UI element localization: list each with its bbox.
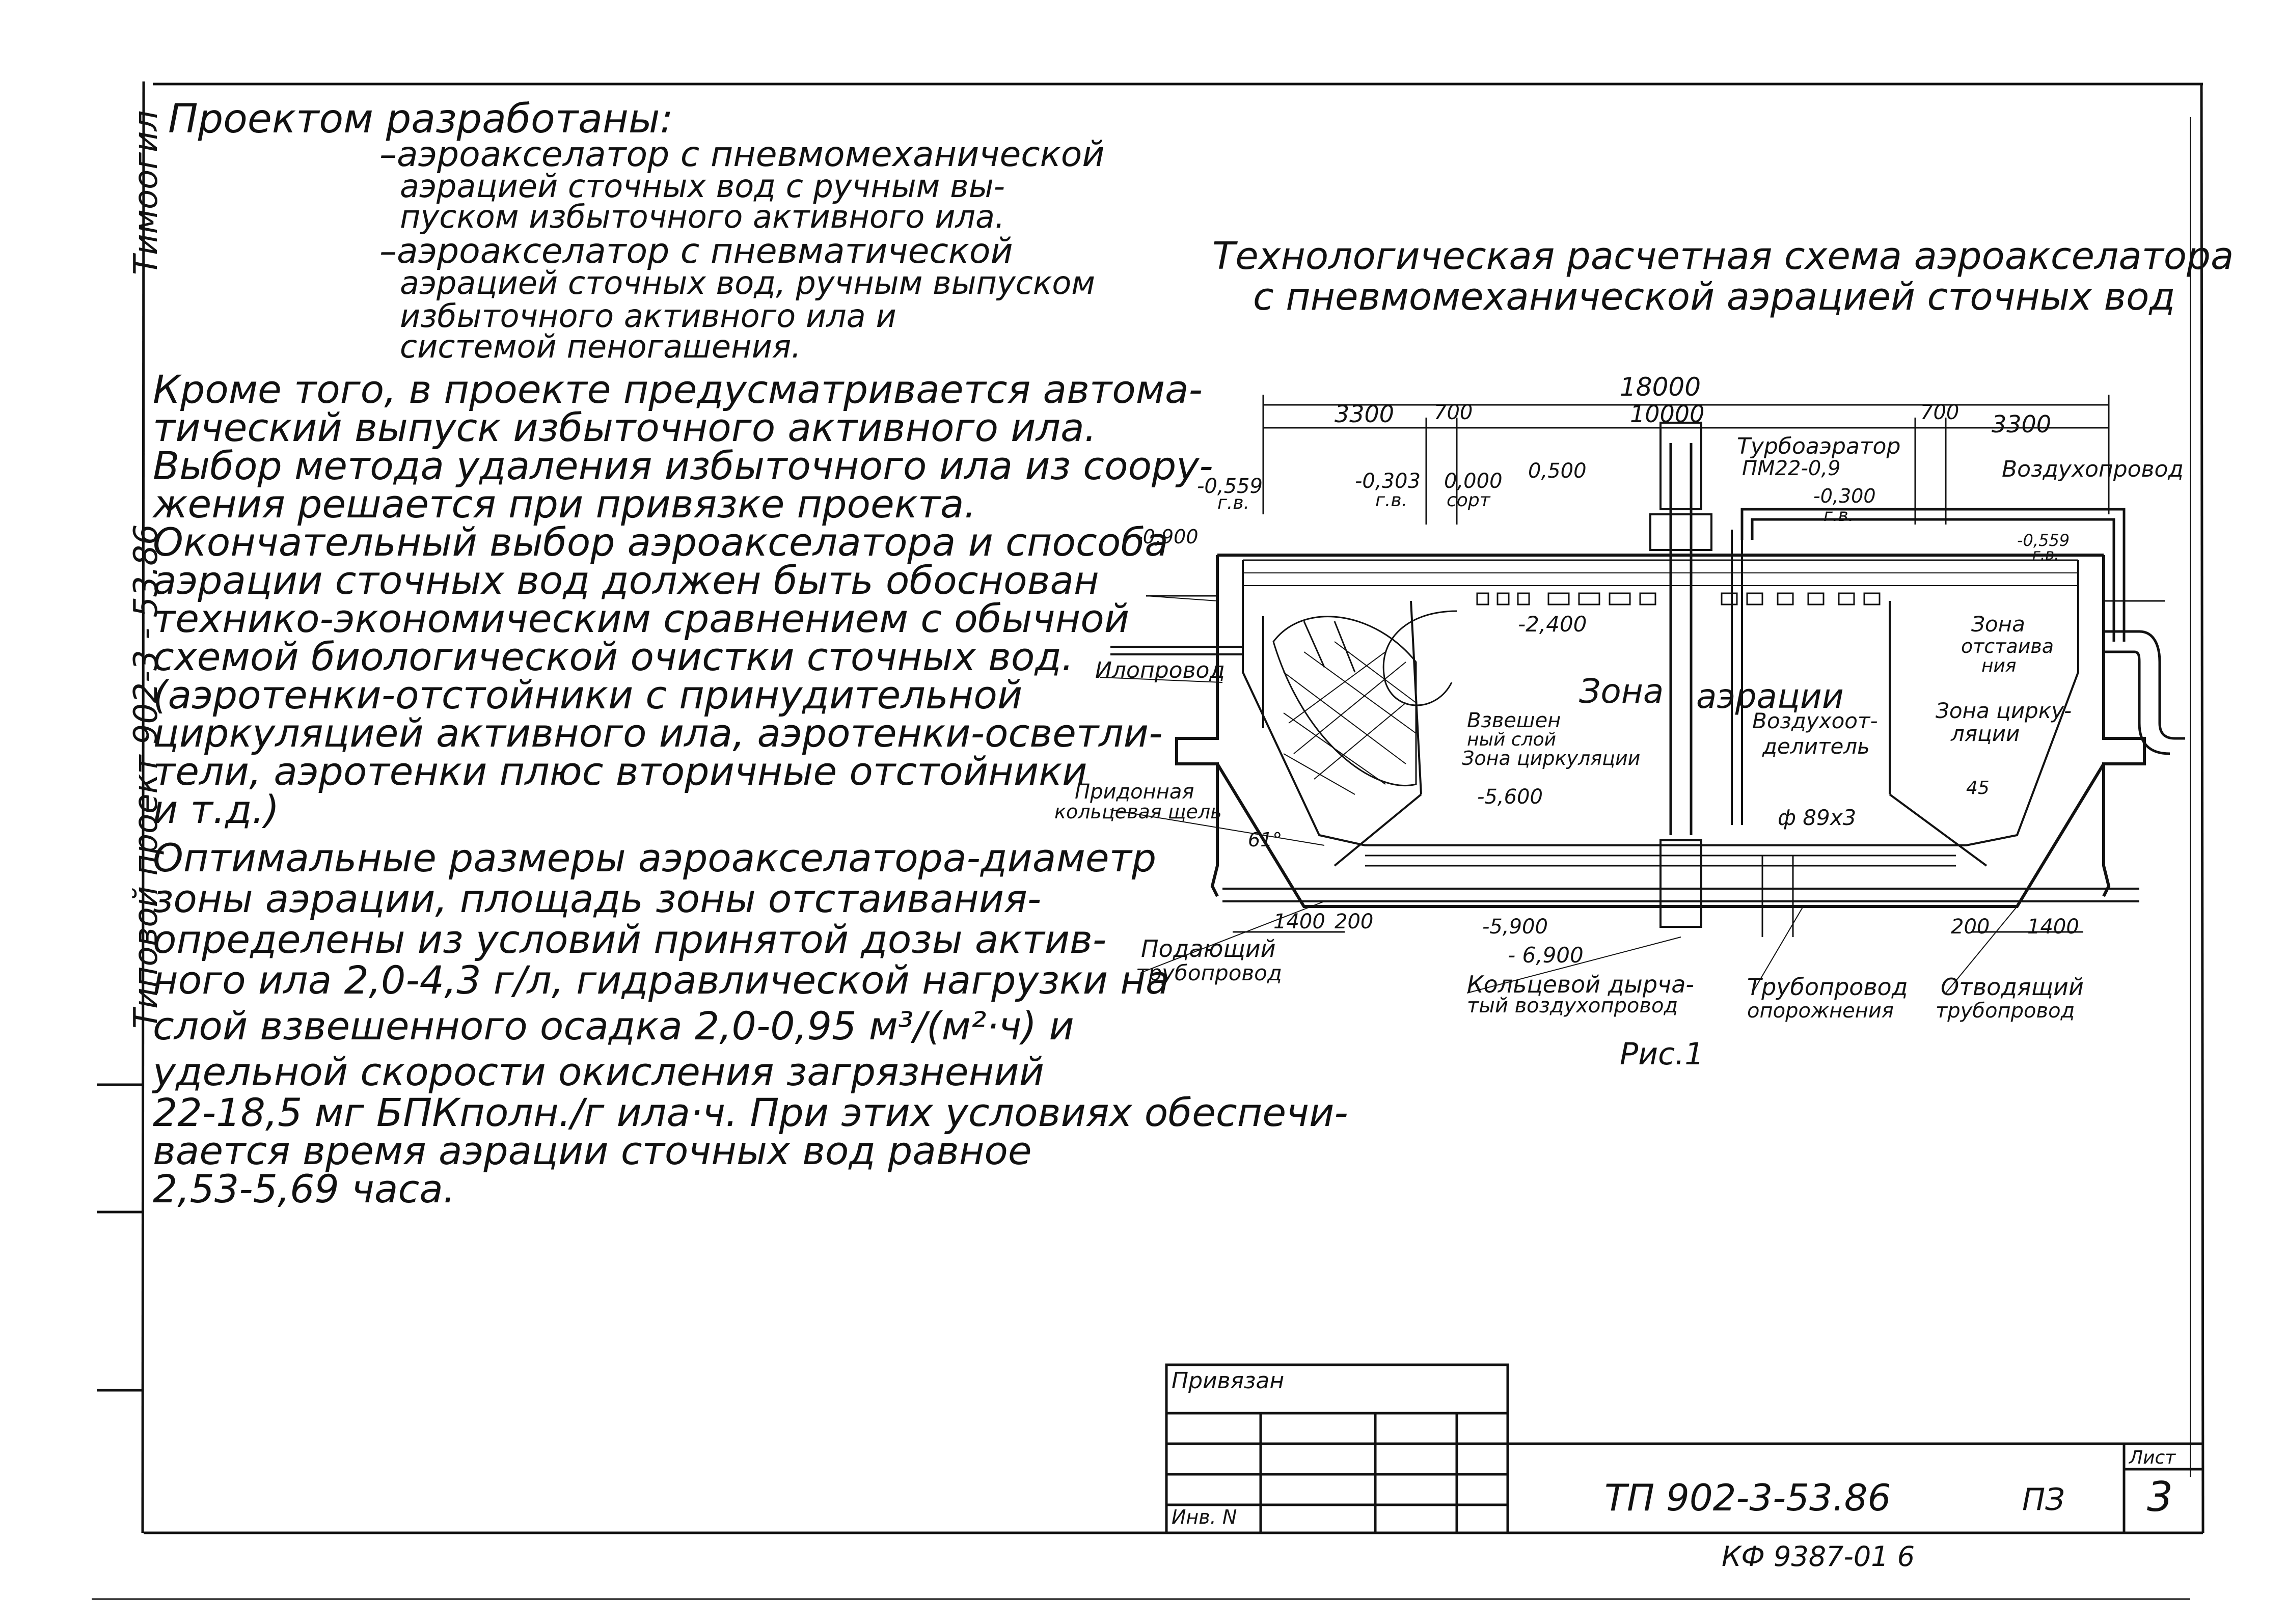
label-air-separator-2: делитель — [1762, 734, 1870, 759]
dim-total: 18000 — [1620, 372, 1701, 402]
dim-1400-left: 1400 — [1273, 910, 1325, 933]
label-bottom-slot-2: кольцевая щель — [1054, 801, 1222, 823]
label-zone-settling-2: отстаива — [1961, 635, 2054, 657]
stamp-grid — [1165, 1363, 2203, 1534]
stamp-sheet-number: 3 — [2147, 1473, 2173, 1521]
label-air-separator: Воздухоот- — [1752, 708, 1878, 733]
label-suspended-layer: Взвешен — [1467, 709, 1561, 732]
body-line: слой взвешенного осадка 2,0-0,95 м³/(м²·… — [153, 1003, 1074, 1049]
body-line: технико-экономическим сравнением с обычн… — [153, 596, 1130, 641]
label-outlet-pipe: Отводящий — [1941, 973, 2084, 1001]
body-line: вается время аэрации сточных вод равное — [153, 1128, 1032, 1173]
diagram-title: Технологическая расчетная схема аэроаксе… — [1212, 234, 2234, 278]
dim-200-right: 200 — [1951, 915, 1990, 939]
level-mark: -5,900 — [1482, 915, 1548, 939]
label-supply-pipe-2: трубопровод — [1136, 960, 1282, 985]
level-mark: -0,900 — [1136, 526, 1199, 548]
label-zone-circulation-right: Зона цирку- — [1936, 698, 2072, 723]
intro-item2-line4: системой пеногашения. — [400, 328, 801, 365]
intro-item2-line3: избыточного активного ила и — [400, 297, 896, 335]
dim-700-right: 700 — [1920, 401, 1960, 424]
stamp-archive-number: КФ 9387-01 6 — [1722, 1540, 1915, 1573]
body-line: Оптимальные размеры аэроакселатора-диаме… — [153, 835, 1157, 880]
body-line: зоны аэрации, площадь зоны отстаивания- — [153, 876, 1042, 921]
stamp-code: ТП 902-3-53.86 — [1604, 1476, 1891, 1519]
dim-10000: 10000 — [1630, 400, 1705, 428]
label-outlet-pipe-2: трубопровод — [1936, 999, 2075, 1023]
level-mark: -0,559 — [2017, 531, 2070, 550]
stamp-privyazan: Привязан — [1172, 1368, 1285, 1394]
body-line: тический выпуск избыточного активного ил… — [153, 405, 1097, 450]
level-mark: 0,000 — [1444, 470, 1503, 493]
body-line: циркуляцией активного ила, аэротенки-осв… — [153, 710, 1163, 756]
level-mark: г.в. — [2032, 546, 2059, 564]
label-pipe-size: ф 89х3 — [1778, 805, 1857, 830]
body-line: и т.д.) — [153, 787, 280, 832]
body-line: тели, аэротенки плюс вторичные отстойник… — [153, 749, 1087, 794]
label-angle-45: 45 — [1966, 778, 1990, 799]
stamp-sheet-label: Лист — [2129, 1447, 2176, 1468]
label-zone-aeration-2: аэрации — [1696, 677, 1844, 716]
stamp-inv: Инв. N — [1172, 1506, 1237, 1528]
label-zone-settling: Зона — [1971, 612, 2025, 637]
body-line: Выбор метода удаления избыточного ила из… — [153, 443, 1213, 488]
label-supply-pipe: Подающий — [1141, 935, 1276, 962]
diagram-subtitle: с пневмомеханической аэрацией сточных во… — [1253, 275, 2175, 319]
dim-1400-right: 1400 — [2027, 915, 2079, 939]
label-ring-air-pipe-2: тый воздухопровод — [1467, 994, 1678, 1017]
label-drain-pipe: Трубопровод — [1747, 973, 1908, 1001]
level-mark: г.в. — [1375, 490, 1408, 511]
body-line: (аэротенки-отстойники с принудительной — [153, 672, 1023, 718]
label-turboaerator: Турбоаэратор — [1737, 433, 1901, 459]
label-ring-air-pipe: Кольцевой дырча- — [1467, 971, 1694, 998]
body-line: жения решается при привязке проекта. — [153, 481, 976, 527]
label-sludge-pipe: Илопровод — [1095, 657, 1225, 683]
side-label-top: Тимоогил — [127, 110, 165, 275]
body-line: 2,53-5,69 часа. — [153, 1166, 456, 1212]
label-zone-settling-3: ния — [1981, 655, 2017, 676]
level-mark: -0,300 — [1813, 485, 1876, 507]
intro-item1-line2: аэрацией сточных вод с ручным вы- — [400, 168, 1005, 205]
level-mark: -5,600 — [1477, 785, 1543, 809]
label-air-pipe: Воздухопровод — [2002, 456, 2184, 482]
level-mark: 0,500 — [1528, 459, 1587, 483]
body-line: определены из условий принятой дозы акти… — [153, 917, 1107, 962]
figure-caption: Рис.1 — [1620, 1036, 1704, 1072]
level-mark: сорт — [1447, 490, 1490, 511]
dim-3300-right: 3300 — [1992, 410, 2052, 438]
body-line: 22-18,5 мг БПКполн./г ила·ч. При этих ус… — [153, 1090, 1348, 1135]
level-mark: г.в. — [1824, 505, 1854, 526]
intro-item1-line3: пуском избыточного активного ила. — [400, 198, 1005, 235]
label-turboaerator-model: ПМ22-0,9 — [1742, 457, 1841, 480]
body-line: схемой биологической очистки сточных вод… — [153, 634, 1074, 679]
label-zone-aeration: Зона — [1579, 672, 1664, 711]
level-mark: -2,400 — [1518, 612, 1587, 637]
aerator-section-drawing — [1100, 395, 2185, 994]
level-mark: - 6,900 — [1508, 943, 1584, 968]
label-angle-61: 61° — [1248, 829, 1283, 851]
dim-3300-left: 3300 — [1335, 400, 1395, 428]
body-line: удельной скорости окисления загрязнений — [153, 1049, 1045, 1094]
level-mark: -0,303 — [1355, 470, 1421, 493]
intro-heading: Проектом разработаны: — [168, 96, 673, 142]
dim-200-left: 200 — [1335, 910, 1374, 933]
intro-item1-line1: –аэроакселатор с пневмомеханической — [379, 134, 1105, 175]
intro-item2-line2: аэрацией сточных вод, ручным выпуском — [400, 264, 1096, 301]
intro-item2-line1: –аэроакселатор с пневматической — [379, 231, 1013, 271]
label-drain-pipe-2: опорожнения — [1747, 999, 1894, 1023]
level-mark: -0,559 — [1197, 475, 1263, 498]
stamp-doc: ПЗ — [2022, 1482, 2065, 1518]
label-bottom-slot: Придонная — [1075, 780, 1194, 804]
label-zone-circulation-right-2: ляции — [1951, 721, 2020, 746]
level-mark: г.в. — [1217, 492, 1250, 513]
label-zone-circulation-left: Зона циркуляции — [1462, 747, 1641, 769]
body-line: Кроме того, в проекте предусматривается … — [153, 367, 1203, 412]
dim-700-left: 700 — [1434, 401, 1473, 424]
body-line: аэрации сточных вод должен быть обоснова… — [153, 558, 1099, 603]
body-line: ного ила 2,0-4,3 г/л, гидравлической наг… — [153, 957, 1169, 1003]
label-suspended-layer-2: ный слой — [1467, 729, 1557, 750]
body-line: Окончательный выбор аэроакселатора и спо… — [153, 519, 1168, 565]
